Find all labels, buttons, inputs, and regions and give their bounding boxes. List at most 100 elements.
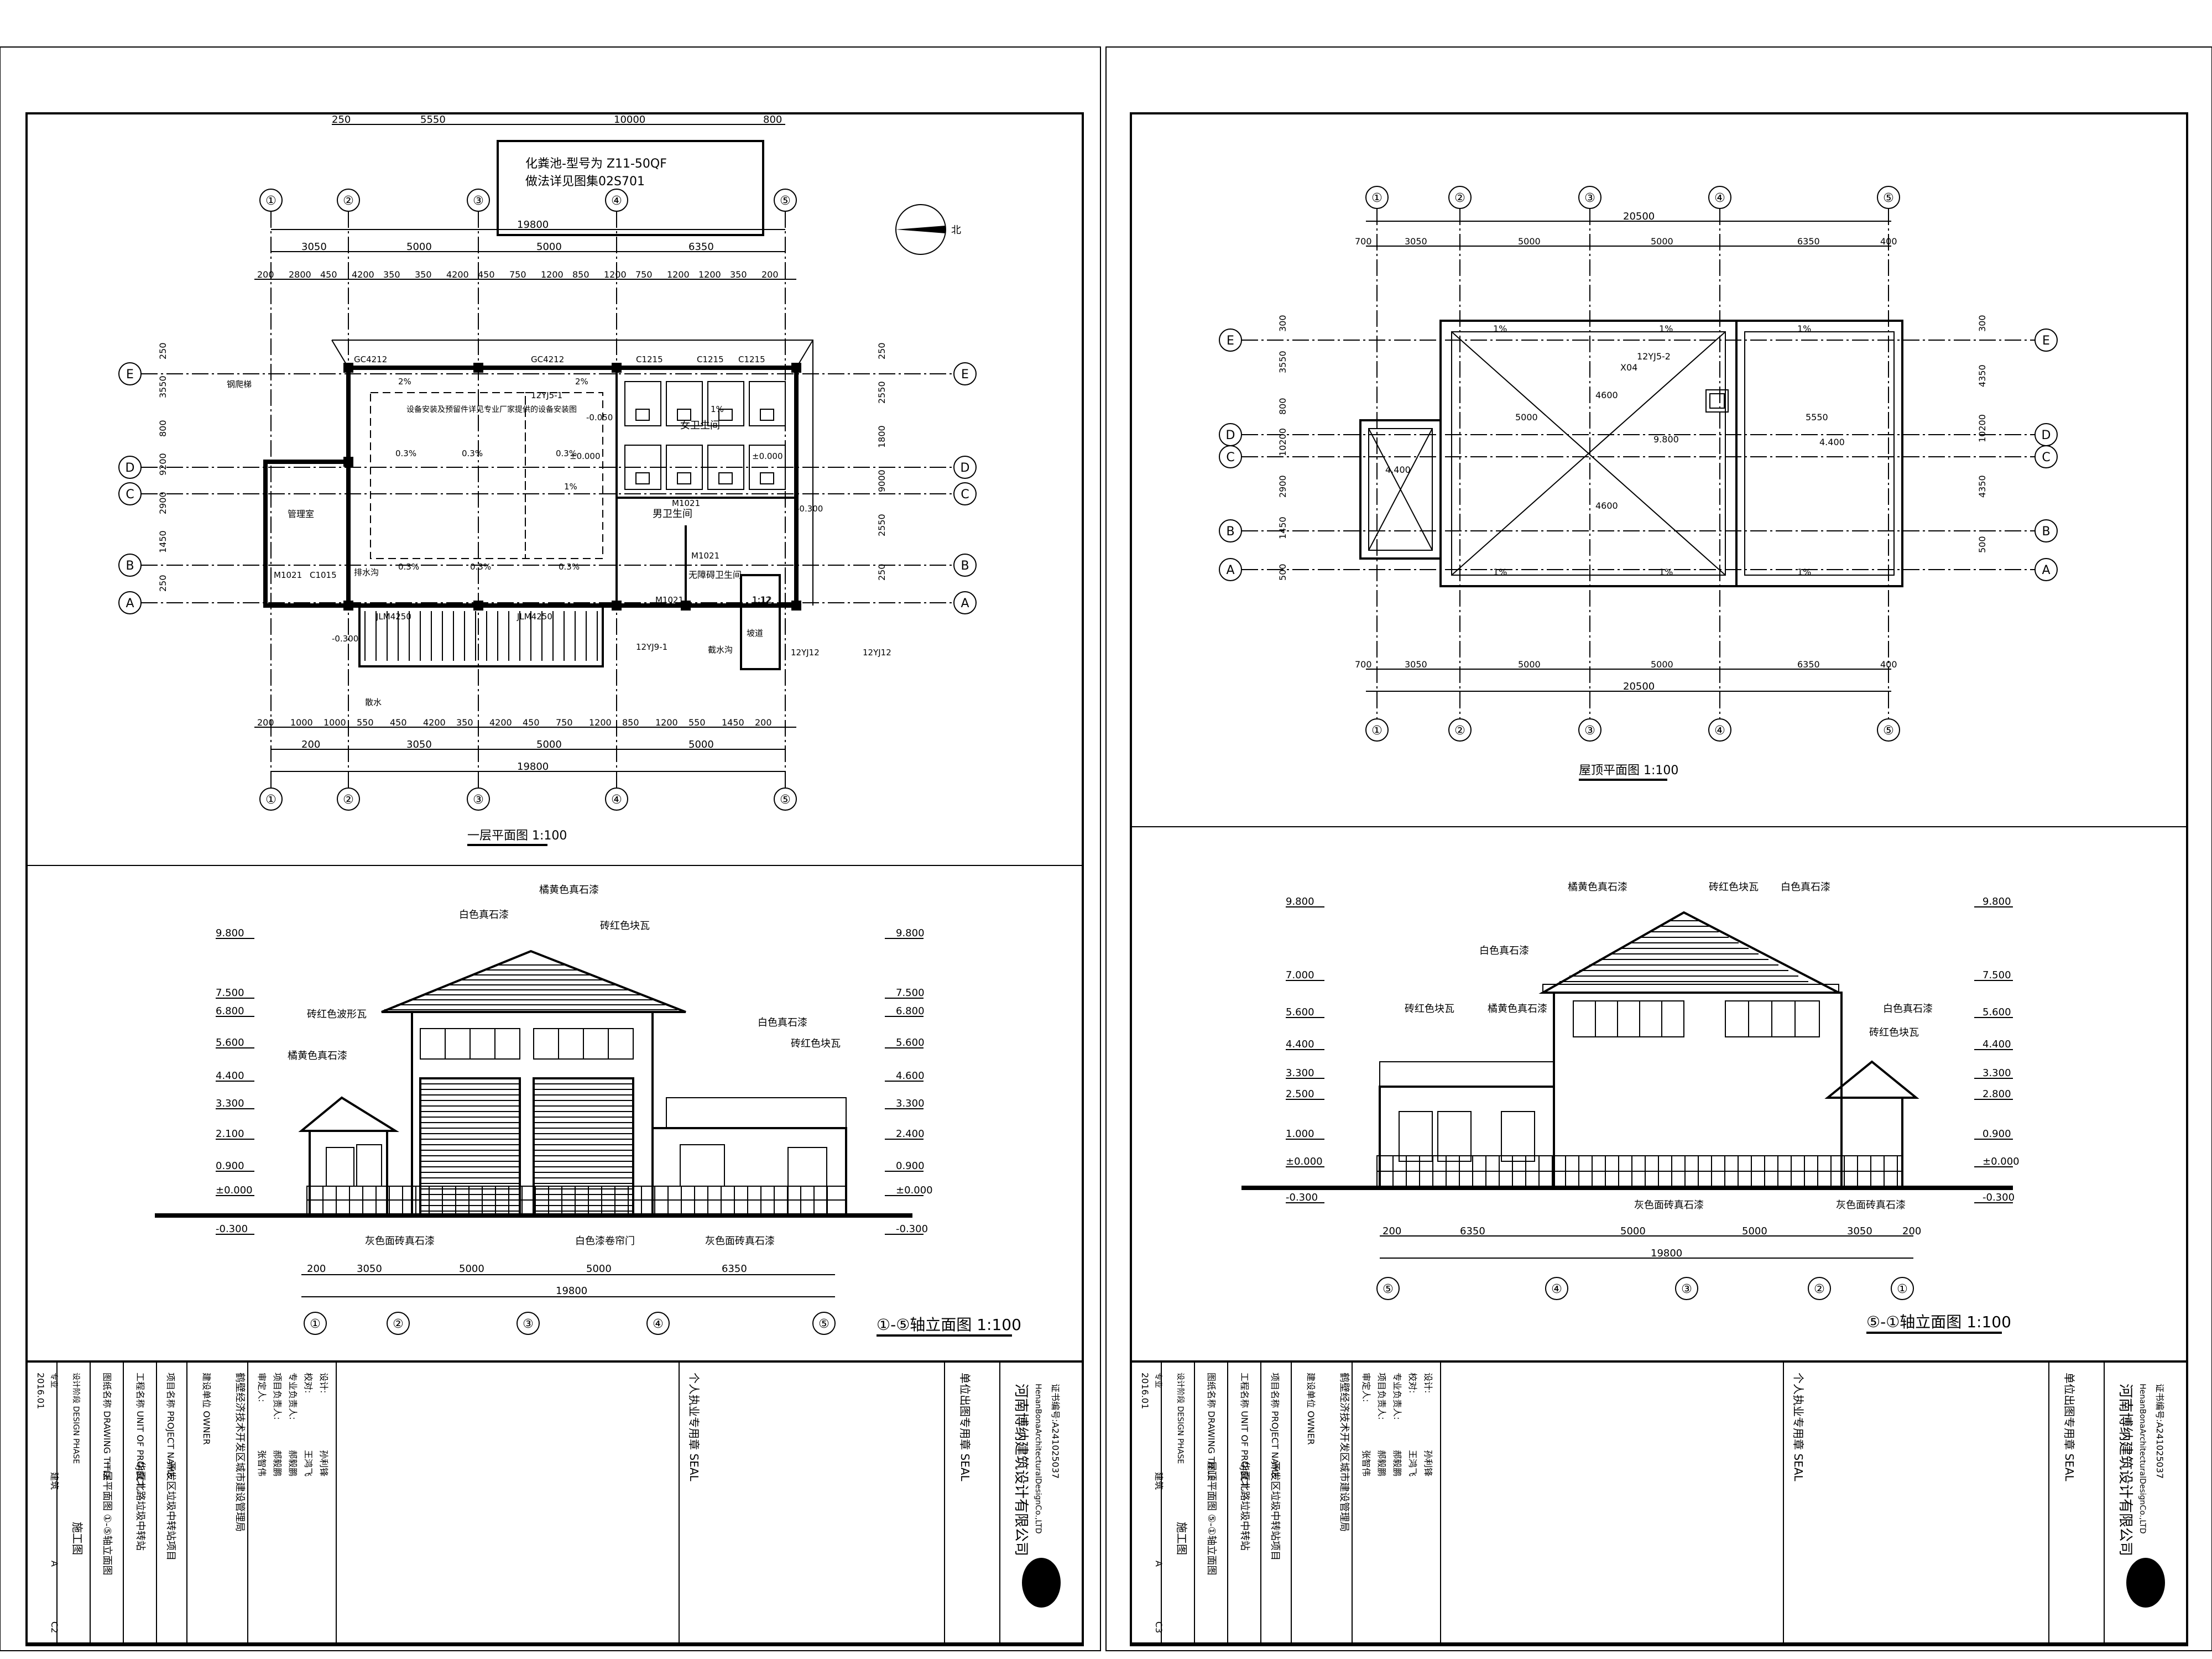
tb-revision: A <box>49 1561 60 1567</box>
roof-label-13: 4600 <box>1595 390 1618 400</box>
elev-note-2: 砖红色块瓦 <box>600 920 650 932</box>
level-right-2: 6.800 <box>896 1005 925 1017</box>
elev-r-note-9: 灰色面砖真石漆 <box>1836 1199 1906 1211</box>
tb-project: 开发区垃圾中转站项目 <box>165 1461 176 1561</box>
north-arrow: 北 <box>895 204 961 255</box>
elev-axis-4: ④ <box>653 1317 664 1331</box>
elev-dim-3: 5000 <box>586 1263 612 1275</box>
elev-r-note-5: 橘黄色真石漆 <box>1488 1003 1547 1015</box>
tb-revision: A <box>1154 1561 1164 1567</box>
level-r-right-7: ±0.000 <box>1983 1156 2020 1167</box>
plan-label-4: C1215 <box>738 354 765 364</box>
elevation-title-right: ⑤-①轴立面图 1:100 <box>1866 1313 2011 1331</box>
level-left-2: 6.800 <box>216 1005 244 1017</box>
structural-columns <box>343 363 801 611</box>
roof-label-6: 1% <box>1659 324 1673 334</box>
dim-top-detail-9: 1200 <box>541 269 564 280</box>
tb-phase-label: 设计阶段 DESIGN PHASE <box>1176 1373 1185 1464</box>
axis-right-1-bubble <box>953 554 977 577</box>
elev-note-1: 白色真石漆 <box>459 909 509 921</box>
roof-dim-left-3: 10200 <box>1277 428 1288 456</box>
dim-right-3: 9000 <box>877 469 887 492</box>
dim-top-detail-16: 200 <box>761 269 779 280</box>
roof-axis-top-4: ④ <box>1714 191 1725 205</box>
dim-right-4: 2550 <box>877 514 887 536</box>
dim-top-detail-13: 1200 <box>667 269 690 280</box>
dim-top-detail-0: 200 <box>257 269 274 280</box>
tb-major: 建筑 <box>49 1472 60 1490</box>
plinth-brick-pattern-right <box>1377 1156 1902 1188</box>
stall-0-0 <box>624 381 661 426</box>
dim-top-detail-14: 1200 <box>698 269 721 280</box>
axis-right-0: A <box>961 597 969 611</box>
tb-sheet-no: C2 <box>49 1621 60 1633</box>
elev-note-9: 灰色面砖真石漆 <box>705 1235 775 1247</box>
column-9 <box>343 457 353 467</box>
tb-role-4: 设计: <box>1423 1373 1433 1393</box>
tb-project: 开发区垃圾中转站项目 <box>1269 1461 1281 1561</box>
elev-r-dim-2: 5000 <box>1620 1225 1646 1237</box>
elev-axis-3: ③ <box>523 1317 534 1331</box>
tb-date: 2016.01 <box>1140 1373 1150 1409</box>
elevation-window-mullions-right <box>1595 1001 1796 1037</box>
stall-1-1 <box>666 445 703 490</box>
dim-top-detail-11: 1200 <box>604 269 627 280</box>
elev-r-axis-2: ③ <box>1681 1282 1692 1296</box>
roof-dim-left-1: 3550 <box>1277 351 1288 373</box>
level-r-left-8: -0.300 <box>1286 1192 1318 1203</box>
dim-top-detail-1: 2800 <box>289 269 311 280</box>
axis-bottom-4-bubble <box>605 787 628 811</box>
plan-label-17: ±0.000 <box>752 451 783 461</box>
level-left-4: 4.400 <box>216 1070 244 1082</box>
roof-axis-top-5: ⑤ <box>1883 191 1894 205</box>
axis-right-4: E <box>961 368 969 382</box>
roller-door-lines <box>420 1083 633 1212</box>
axis-right-4-bubble <box>953 362 977 385</box>
tb-drawing-label: 图纸名称 DRAWING TITLE <box>102 1373 112 1480</box>
dim-left-2: 800 <box>158 420 168 437</box>
roof-dim-top-5: 400 <box>1880 236 1897 247</box>
level-r-left-2: 5.600 <box>1286 1006 1314 1018</box>
axis-bottom-4: ④ <box>611 793 622 807</box>
plan-label-1: GC4212 <box>531 354 564 364</box>
plan-label-11: JLM4250 <box>517 612 552 622</box>
elev-axis-2: ② <box>393 1317 404 1331</box>
plan-title-left: 一层平面图 1:100 <box>467 829 567 843</box>
dim-top-detail-2: 450 <box>320 269 337 280</box>
tb-name-4: 孙利锋 <box>319 1450 329 1477</box>
elevation-1-5: 9.8007.5006.8005.6004.4003.3002.1000.900… <box>155 884 1021 1337</box>
plan-label-21: 0.3% <box>395 448 416 458</box>
level-r-left-6: 1.000 <box>1286 1128 1314 1140</box>
dim-bottom-bay-4: 5000 <box>688 739 714 750</box>
tb-personal-seal: 个人执业专用章 SEAL <box>1792 1373 1805 1481</box>
company-logo-icon <box>1022 1558 1061 1608</box>
stall-0-1 <box>666 381 703 426</box>
dim-bottom-detail-11: 850 <box>622 717 639 728</box>
stall-fixture-0-0 <box>635 409 650 421</box>
elev-axis-4-bubble <box>646 1312 670 1335</box>
roof-axis-top-2: ② <box>1454 191 1465 205</box>
elev-dim-4: 6350 <box>722 1263 747 1275</box>
stall-0-3 <box>749 381 786 426</box>
plan-label-34: 钢爬梯 <box>227 379 252 389</box>
plan-label-32: 坡道 <box>747 628 763 638</box>
dim-top-detail-3: 4200 <box>352 269 374 280</box>
level-left-5: 3.300 <box>216 1098 244 1109</box>
elev-r-axis-0: ⑤ <box>1383 1282 1394 1296</box>
roof-dim-top-4: 6350 <box>1797 236 1820 247</box>
tb-name-0: 张智伟 <box>257 1450 267 1477</box>
plan-label-26: 0.3% <box>559 562 580 572</box>
elev-note-7: 灰色面砖真石漆 <box>365 1235 435 1247</box>
stall-1-0 <box>624 445 661 490</box>
plan-label-2: C1215 <box>636 354 663 364</box>
plan-label-18: -0.050 <box>586 413 613 422</box>
roof-dim-top-3: 5000 <box>1651 236 1673 247</box>
level-right-0: 9.800 <box>896 927 925 939</box>
roof-label-1: X04 <box>1620 362 1637 373</box>
tb-company: 河南博纳建筑设计有限公司 <box>1013 1384 1029 1556</box>
